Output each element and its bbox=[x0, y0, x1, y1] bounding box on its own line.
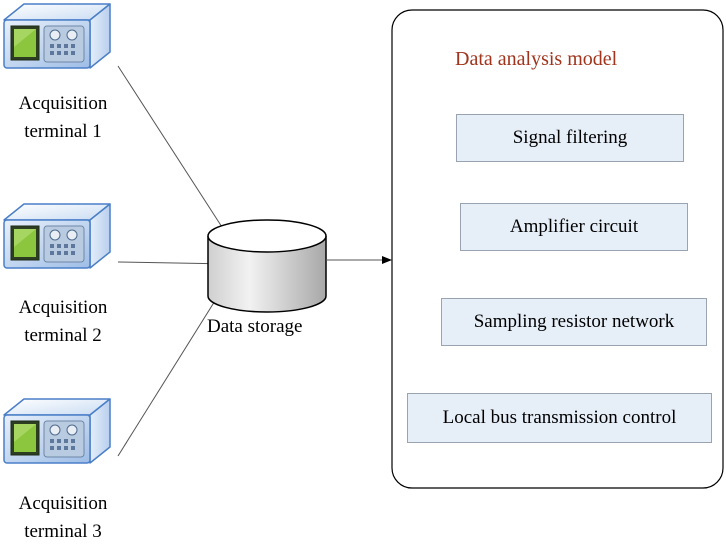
database-cylinder-icon bbox=[207, 219, 327, 313]
connector-terminal-3 bbox=[117, 279, 229, 457]
computer-device-icon bbox=[3, 3, 111, 69]
terminal-label-line2: terminal 1 bbox=[24, 121, 102, 142]
terminal-label-line1: Acquisition bbox=[18, 297, 108, 318]
model-item-amplifier-circuit: Amplifier circuit bbox=[460, 203, 688, 251]
terminal-label-line1: Acquisition bbox=[18, 93, 108, 114]
model-item-local-bus-transmission-control: Local bus transmission control bbox=[407, 393, 712, 443]
connector-terminal-1 bbox=[117, 65, 232, 242]
computer-device-icon bbox=[3, 203, 111, 269]
model-item-sampling-resistor-network: Sampling resistor network bbox=[441, 298, 707, 346]
computer-device-icon bbox=[3, 398, 111, 464]
terminal-label-1: Acquisition terminal 1 bbox=[0, 90, 128, 146]
diagram-canvas bbox=[3, 3, 724, 489]
terminal-label-line1: Acquisition bbox=[18, 493, 108, 514]
storage-label: Data storage bbox=[207, 316, 303, 337]
model-item-signal-filtering: Signal filtering bbox=[456, 114, 684, 162]
terminal-label-2: Acquisition terminal 2 bbox=[0, 294, 128, 350]
terminal-label-3: Acquisition terminal 3 bbox=[0, 490, 128, 546]
terminal-label-line2: terminal 3 bbox=[24, 521, 102, 542]
model-title: Data analysis model bbox=[455, 48, 618, 70]
terminal-label-line2: terminal 2 bbox=[24, 325, 102, 346]
